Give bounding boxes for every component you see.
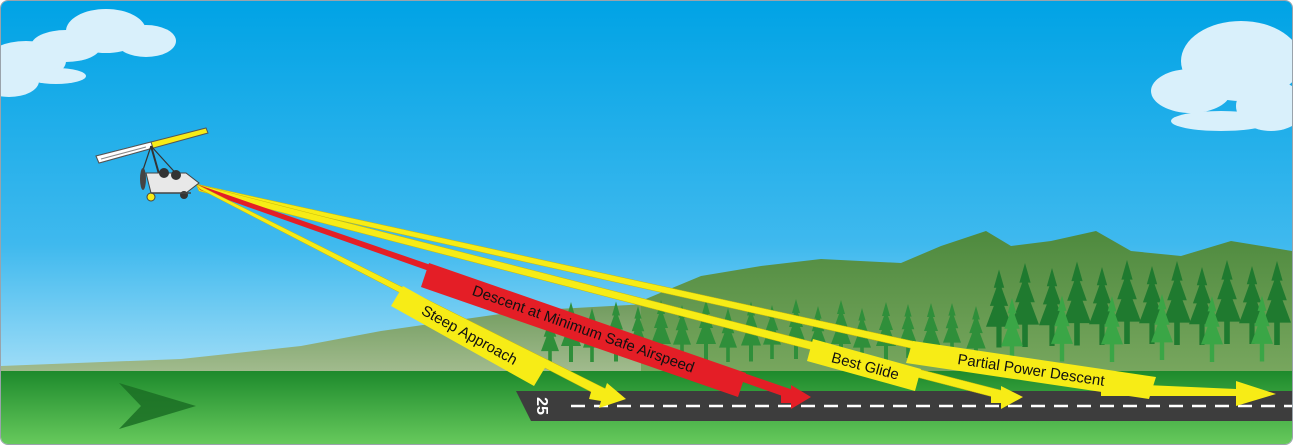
runway-number: 25 xyxy=(533,397,550,415)
